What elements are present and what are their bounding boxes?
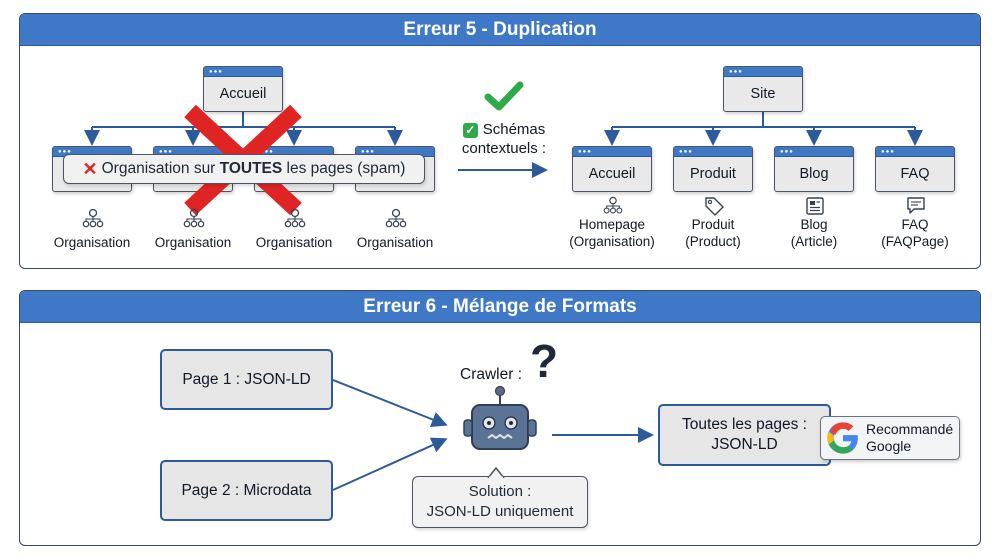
spam-text-prefix: Organisation sur — [101, 160, 220, 177]
green-check-icon — [484, 81, 524, 111]
organisation-icon — [82, 208, 104, 228]
format-mix-panel-title: Erreur 6 - Mélange de Formats — [20, 291, 980, 323]
duplication-panel-title: Erreur 5 - Duplication — [20, 14, 980, 46]
faq-icon — [907, 197, 925, 214]
right-caption-blog: Blog(Article) — [790, 217, 838, 249]
left-root-label: Accueil — [219, 86, 267, 102]
organisation-icon — [284, 208, 306, 228]
left-caption-2: Organisation — [154, 235, 232, 250]
google-logo-icon — [827, 422, 858, 454]
google-recommended-badge: Recommandé Google — [820, 416, 960, 460]
google-badge-text: Recommandé Google — [866, 421, 954, 454]
spam-text-bold: TOUTES — [219, 160, 283, 177]
article-icon — [806, 197, 824, 215]
callout-pointer — [487, 466, 505, 478]
right-root-page: ●●● Site — [723, 66, 803, 112]
robot-crawler-icon — [463, 385, 537, 450]
right-root-label: Site — [750, 86, 776, 102]
right-child-page-produit: ●●● Produit — [673, 146, 753, 192]
left-caption-3: Organisation — [255, 235, 333, 250]
left-caption-1: Organisation — [53, 235, 131, 250]
page2-microdata-box: Page 2 : Microdata — [160, 460, 333, 521]
organisation-icon — [183, 208, 205, 228]
organisation-icon — [385, 208, 407, 228]
page1-json-ld-box: Page 1 : JSON-LD — [160, 349, 333, 410]
right-caption-accueil: Homepage(Organisation) — [569, 217, 655, 249]
organisation-icon — [603, 196, 623, 214]
crawler-label: Crawler : — [460, 366, 523, 383]
right-child-page-faq: ●●● FAQ — [875, 146, 955, 192]
left-root-page: ●●● Accueil — [203, 66, 283, 112]
spam-text-suffix: les pages (spam) — [282, 160, 406, 177]
question-mark: ? — [530, 335, 559, 387]
tag-icon — [705, 197, 724, 216]
left-caption-4: Organisation — [356, 235, 434, 250]
solution-callout: Solution : JSON-LD uniquement — [412, 476, 588, 528]
contextual-schemas-label: ✓Schémas contextuels : — [461, 121, 547, 157]
right-caption-faq: FAQ(FAQPage) — [881, 217, 949, 249]
all-pages-json-ld-box: Toutes les pages : JSON-LD — [658, 404, 831, 466]
red-cross-icon: ✕ — [82, 158, 98, 179]
check-box-icon: ✓ — [462, 123, 478, 138]
spam-callout: ✕ Organisation sur TOUTES les pages (spa… — [63, 154, 425, 184]
right-child-page-accueil: ●●● Accueil — [572, 146, 652, 192]
right-child-page-blog: ●●● Blog — [774, 146, 854, 192]
right-caption-produit: Produit(Product) — [685, 217, 741, 249]
